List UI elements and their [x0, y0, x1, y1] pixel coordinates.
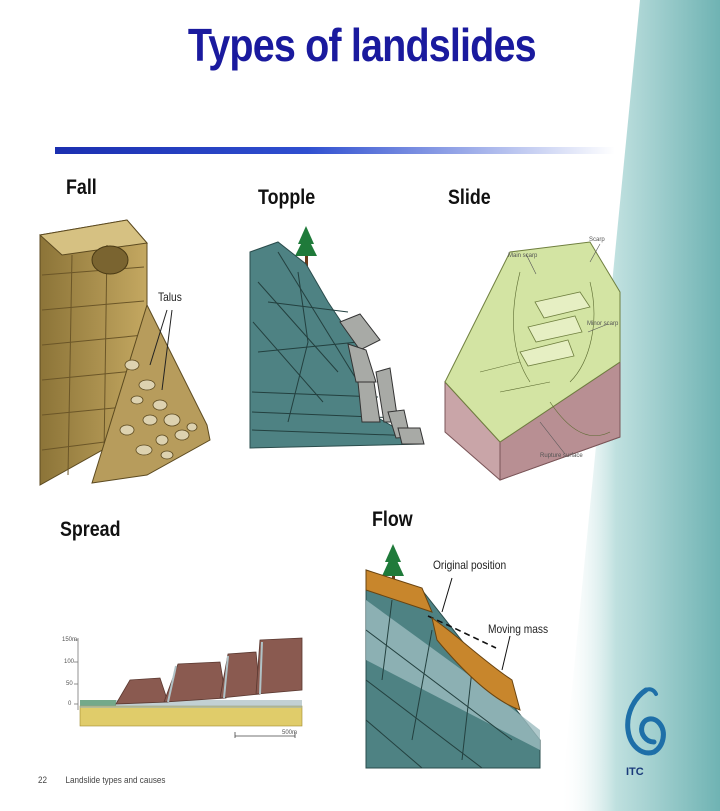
- page-number: 22: [38, 775, 48, 785]
- talus-label: Talus: [158, 290, 182, 304]
- tree-trunk: [305, 256, 308, 266]
- slide-label: Slide: [448, 186, 491, 209]
- slide-annotation-rupture: Rupture surface: [540, 453, 583, 459]
- topple-label: Topple: [258, 186, 316, 209]
- slide-annotation-crown: Scarp: [589, 237, 605, 243]
- itc-logo-icon: [625, 687, 666, 756]
- flow-original-position-label: Original position: [433, 558, 507, 572]
- spread-axis-150: 150m: [62, 637, 78, 643]
- fall-label: Fall: [66, 176, 97, 199]
- itc-logo-text: ITC: [626, 766, 644, 778]
- spread-scale-label: 500m: [282, 730, 298, 736]
- spread-axis-0: 0: [68, 701, 72, 707]
- spread-axis-50: 50: [66, 681, 73, 687]
- spread-diagram: [74, 637, 303, 738]
- spread-label: Spread: [60, 518, 121, 541]
- topple-diagram: [249, 226, 425, 449]
- title-underline: [55, 147, 615, 154]
- slide-annotation-minor: Minor scarp: [587, 321, 619, 327]
- slide-title: Types of landslides: [187, 19, 537, 71]
- flow-diagram: [365, 544, 541, 769]
- flow-tree-icon: [382, 552, 404, 576]
- flow-moving-mass-label: Moving mass: [488, 622, 549, 636]
- spread-axis-100: 100: [64, 659, 75, 665]
- slide-diagram: [444, 241, 621, 481]
- fall-diagram: [38, 219, 211, 486]
- slide-footer: 22 Landslide types and causes: [38, 775, 182, 785]
- tree-icon: [295, 234, 317, 256]
- footer-caption: Landslide types and causes: [65, 775, 166, 785]
- flow-label: Flow: [372, 508, 413, 531]
- slide-annotation-scarp: Main scarp: [508, 253, 538, 259]
